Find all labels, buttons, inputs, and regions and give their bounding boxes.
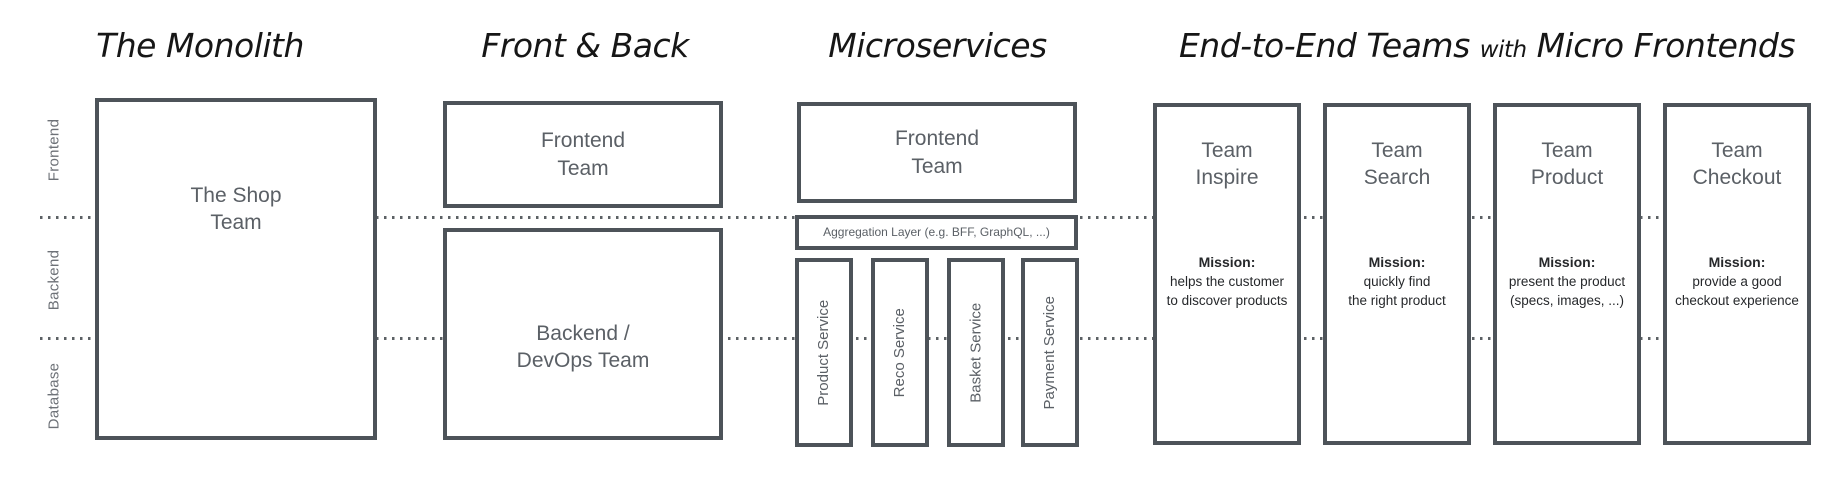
team-mission: Mission: quickly find the right product: [1348, 253, 1446, 309]
team-name: Team Checkout: [1692, 139, 1782, 190]
mission-label: Mission:: [1538, 253, 1596, 270]
shop-team-label: The Shop Team: [190, 184, 282, 235]
service-box-basket: Basket Service: [947, 258, 1005, 447]
row-label-backend: Backend: [45, 249, 63, 311]
team-box-inspire: Team Inspire Mission: helps the customer…: [1153, 103, 1301, 445]
frontback-backend-devops-team-label: Backend / DevOps Team: [516, 322, 650, 373]
aggregation-layer-box: Aggregation Layer (e.g. BFF, GraphQL, ..…: [795, 215, 1078, 250]
section-title-end-to-end-teams: End-to-End Teams with Micro Frontends: [1130, 26, 1842, 65]
frontback-backend-devops-team-box: Backend / DevOps Team: [443, 228, 723, 440]
team-box-checkout: Team Checkout Mission: provide a good ch…: [1663, 103, 1811, 445]
e2e-title-with: with: [1479, 37, 1527, 63]
team-box-product: Team Product Mission: present the produc…: [1493, 103, 1641, 445]
frontback-frontend-team-box: Frontend Team: [443, 101, 723, 208]
team-mission: Mission: present the product (specs, ima…: [1508, 253, 1626, 309]
product-service-label: Product Service: [815, 299, 833, 406]
monolith-shop-team-box: The Shop Team: [95, 98, 377, 440]
team-mission: Mission: helps the customer to discover …: [1166, 253, 1288, 309]
e2e-title-prefix: End-to-End Teams: [1178, 26, 1470, 65]
service-box-payment: Payment Service: [1021, 258, 1079, 447]
team-name: Team Inspire: [1195, 139, 1259, 190]
mission-label: Mission:: [1198, 253, 1256, 270]
service-box-reco: Reco Service: [871, 258, 929, 447]
team-name: Team Search: [1363, 139, 1431, 190]
basket-service-label: Basket Service: [967, 302, 985, 403]
microservices-frontend-team-box: Frontend Team: [797, 102, 1077, 203]
reco-service-label: Reco Service: [891, 307, 909, 398]
team-box-search: Team Search Mission: quickly find the ri…: [1323, 103, 1471, 445]
section-title-front-and-back: Front & Back: [481, 26, 689, 65]
payment-service-label: Payment Service: [1041, 295, 1059, 410]
mission-label: Mission:: [1708, 253, 1766, 270]
team-mission: Mission: provide a good checkout experie…: [1675, 253, 1799, 309]
row-label-database: Database: [45, 362, 63, 430]
service-box-product: Product Service: [795, 258, 853, 447]
mission-label: Mission:: [1368, 253, 1426, 270]
team-name: Team Product: [1530, 139, 1604, 190]
section-title-monolith: The Monolith: [96, 26, 304, 65]
microservices-frontend-team-label: Frontend Team: [894, 127, 980, 178]
e2e-title-suffix: Micro Frontends: [1536, 26, 1796, 65]
section-title-microservices: Microservices: [828, 26, 1047, 65]
aggregation-layer-label: Aggregation Layer (e.g. BFF, GraphQL, ..…: [823, 224, 1050, 239]
row-label-frontend: Frontend: [45, 118, 63, 182]
frontback-frontend-team-label: Frontend Team: [540, 129, 626, 180]
